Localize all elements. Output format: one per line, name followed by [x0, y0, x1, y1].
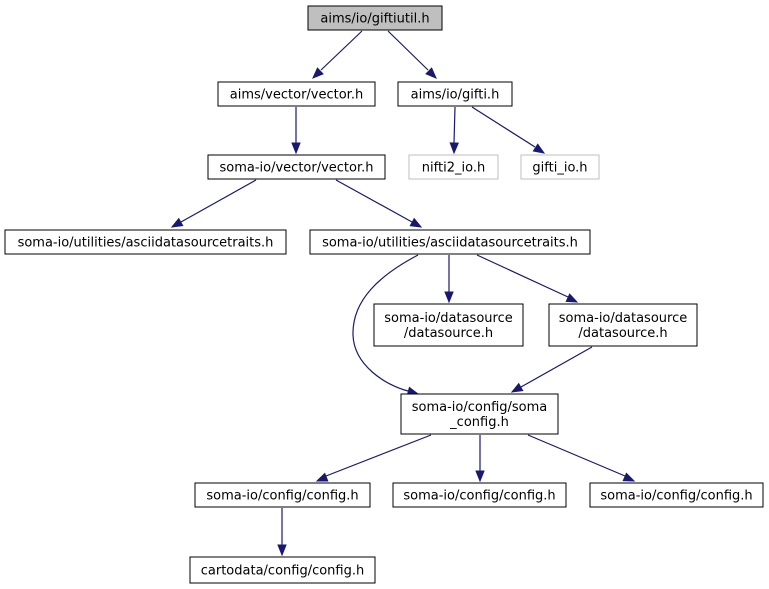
- node-box: [520, 154, 600, 180]
- arrowhead: [444, 291, 454, 304]
- edge-line: [520, 346, 593, 388]
- edge-root-to-aims_vector: [312, 30, 363, 79]
- node-label: soma-io/utilities/asciidatasourcetraits.…: [322, 236, 578, 251]
- node-datasource-b[interactable]: soma-io/datasource/datasource.h: [548, 303, 698, 347]
- node-label: soma-io/vector/vector.h: [219, 161, 373, 176]
- node-label: soma-io/config/config.h: [403, 489, 555, 504]
- node-label: _config.h: [449, 415, 509, 430]
- node-box: [400, 393, 559, 435]
- node-ascii-traits-left[interactable]: soma-io/utilities/asciidatasourcetraits.…: [4, 229, 287, 255]
- node-soma-config[interactable]: soma-io/config/soma_config.h: [400, 393, 559, 435]
- node-cartodata-config[interactable]: cartodata/config/config.h: [189, 556, 376, 584]
- arrowhead: [565, 293, 579, 303]
- edge-aims_gifti-to-nifti2_io: [449, 106, 459, 155]
- edge-line: [325, 434, 432, 477]
- edge-soma_config-to-config_mid: [475, 435, 485, 483]
- node-label: soma-io/utilities/asciidatasourcetraits.…: [18, 236, 274, 251]
- arrowhead: [449, 142, 459, 155]
- edge-line: [453, 106, 456, 144]
- node-label: /datasource.h: [578, 326, 667, 341]
- node-nifti2-io: nifti2_io.h: [408, 154, 499, 180]
- node-box: [408, 154, 499, 180]
- edge-line: [471, 106, 536, 148]
- node-box: [548, 303, 698, 347]
- arrowhead: [475, 470, 485, 483]
- edge-datasource_b-to-soma_config: [510, 346, 593, 393]
- node-box: [194, 482, 371, 508]
- edge-line: [387, 30, 429, 71]
- node-box: [189, 556, 376, 584]
- node-datasource-a[interactable]: soma-io/datasource/datasource.h: [373, 303, 524, 347]
- nodes-layer: aims/io/giftiutil.h aims/vector/vector.h a…: [4, 5, 764, 584]
- node-box: [589, 482, 764, 508]
- arrowhead: [170, 217, 184, 228]
- node-label: aims/io/giftiutil.h: [320, 12, 429, 27]
- edge-aims_vector-to-soma_vector: [291, 107, 301, 155]
- edge-line: [352, 254, 419, 392]
- arrowhead: [425, 67, 437, 79]
- node-ascii-traits-main[interactable]: soma-io/utilities/asciidatasourcetraits.…: [309, 229, 591, 255]
- edge-line: [335, 179, 413, 223]
- node-root[interactable]: aims/io/giftiutil.h: [307, 5, 443, 31]
- node-box: [373, 303, 524, 347]
- node-label: soma-io/config/config.h: [600, 489, 752, 504]
- node-label: soma-io/config/config.h: [206, 489, 358, 504]
- arrowhead: [622, 472, 636, 482]
- node-gifti-io: gifti_io.h: [520, 154, 600, 180]
- node-box: [392, 482, 567, 508]
- edge-ascii_traits_main-to-datasource_b: [476, 254, 579, 303]
- edge-line: [527, 434, 626, 477]
- node-box: [4, 229, 287, 255]
- arrowhead: [409, 217, 423, 228]
- edge-soma_vector-to-ascii_traits_left: [170, 179, 257, 228]
- edge-soma_vector-to-ascii_traits_main: [335, 179, 423, 228]
- node-label: /datasource.h: [404, 326, 493, 341]
- node-label: cartodata/config/config.h: [201, 564, 364, 579]
- node-label: nifti2_io.h: [422, 161, 485, 176]
- node-soma-vector[interactable]: soma-io/vector/vector.h: [207, 154, 386, 180]
- edge-config_left-to-cartodata_config: [277, 508, 287, 557]
- edge-root-to-aims_gifti: [387, 30, 437, 79]
- edge-soma_config-to-config_right: [527, 434, 636, 482]
- arrowhead: [312, 67, 324, 79]
- edge-ascii_traits_main-to-datasource_a: [444, 255, 454, 304]
- node-aims-gifti[interactable]: aims/io/gifti.h: [397, 81, 513, 107]
- edge-soma_config-to-config_left: [315, 434, 432, 482]
- edge-aims_gifti-to-gifti_io: [471, 106, 546, 154]
- arrowhead: [532, 143, 546, 154]
- node-config-right[interactable]: soma-io/config/config.h: [589, 482, 764, 508]
- node-label: soma-io/datasource: [559, 311, 687, 326]
- node-aims-vector[interactable]: aims/vector/vector.h: [217, 81, 376, 107]
- node-config-left[interactable]: soma-io/config/config.h: [194, 482, 371, 508]
- edge-line: [180, 179, 257, 223]
- node-label: gifti_io.h: [532, 161, 587, 176]
- node-box: [309, 229, 591, 255]
- arrowhead: [315, 472, 329, 482]
- node-config-mid[interactable]: soma-io/config/config.h: [392, 482, 567, 508]
- arrowhead: [510, 382, 524, 393]
- node-box: [307, 5, 443, 31]
- node-label: aims/vector/vector.h: [230, 88, 363, 103]
- node-label: aims/io/gifti.h: [411, 88, 500, 103]
- node-box: [217, 81, 376, 107]
- edge-line: [320, 30, 363, 71]
- edges-layer: [170, 30, 636, 557]
- node-label: soma-io/config/soma: [412, 400, 548, 415]
- edge-line: [476, 254, 569, 298]
- node-box: [397, 81, 513, 107]
- arrowhead: [277, 544, 287, 557]
- arrowhead: [291, 142, 301, 155]
- node-label: soma-io/datasource: [384, 311, 512, 326]
- node-box: [207, 154, 386, 180]
